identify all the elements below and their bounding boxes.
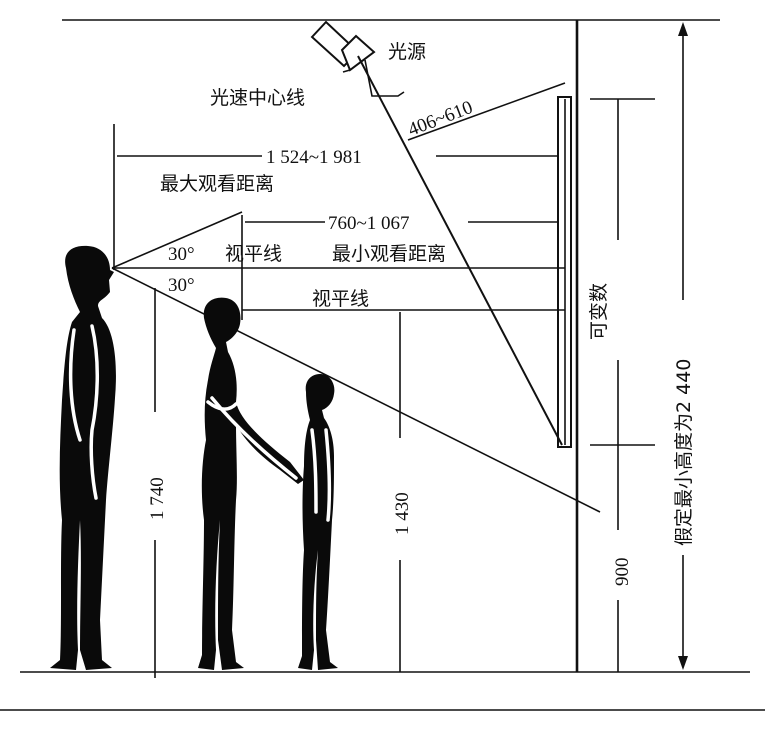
light-center-leader — [364, 59, 405, 97]
angle-down-label: 30° — [168, 275, 195, 296]
dim-406-610-line — [407, 82, 566, 141]
min-height-label: 假定最小高度为2 440 — [673, 359, 695, 546]
light-beam-line — [357, 55, 563, 446]
height-1740-label: 1 740 — [147, 477, 168, 520]
light-center-line-label: 光速中心线 — [210, 87, 305, 109]
woman-figure — [198, 297, 304, 670]
adult-figure — [50, 245, 116, 670]
max-view-distance-label: 最大观看距离 — [160, 173, 274, 195]
height-900-label: 900 — [612, 558, 633, 587]
arrow-down-icon — [678, 656, 688, 670]
height-1430-label: 1 430 — [392, 492, 413, 535]
light-source-label: 光源 — [388, 41, 426, 63]
sightline-down-30 — [111, 267, 601, 513]
eye-level-label-adult: 视平线 — [225, 243, 282, 265]
angle-up-label: 30° — [168, 244, 195, 265]
min-view-distance-label: 最小观看距离 — [332, 243, 446, 265]
sightline-up-30 — [111, 211, 243, 269]
child-figure — [298, 374, 338, 670]
eye-level-label-child: 视平线 — [312, 288, 369, 310]
arrow-up-icon — [678, 22, 688, 36]
range-min-label: 760~1 067 — [328, 213, 410, 234]
light-fixture-icon — [310, 20, 376, 73]
range-max-label: 1 524~1 981 — [266, 147, 362, 168]
variable-label: 可变数 — [588, 283, 610, 340]
range-406-610-label: 406~610 — [405, 97, 475, 141]
